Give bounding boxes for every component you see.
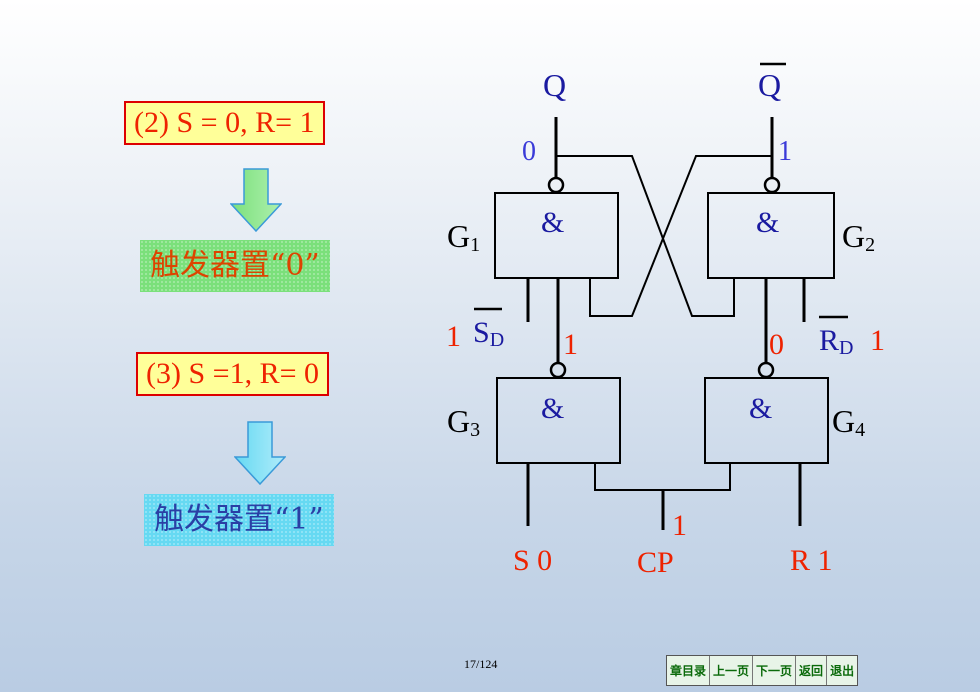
g1-and-symbol: & (541, 206, 564, 239)
qbar-label: Q (758, 67, 781, 103)
g4-label: G4 (832, 403, 865, 441)
next-page-button[interactable]: 下一页 (753, 656, 797, 685)
g2-output-bubble (763, 176, 781, 194)
g1-output-bubble (547, 176, 565, 194)
g2-and-symbol: & (756, 206, 779, 239)
sd-label: SD (473, 316, 504, 351)
down-arrow-icon (234, 421, 286, 485)
condition-s0-r1: (2) S = 0, R= 1 (124, 101, 325, 145)
chapter-contents-button[interactable]: 章目录 (667, 656, 711, 685)
q-label: Q (543, 67, 566, 103)
g3-and-symbol: & (541, 392, 564, 425)
previous-page-button[interactable]: 上一页 (710, 656, 754, 685)
condition-s1-r0: (3) S =1, R= 0 (136, 352, 330, 396)
down-arrow-icon (230, 168, 282, 232)
qbar-value: 1 (778, 136, 792, 167)
feedback-qbar-to-g1 (589, 155, 772, 317)
g4-output-bubble (757, 361, 775, 379)
result-set-0: 触发器置“0” (140, 240, 330, 292)
rd-value: 1 (870, 324, 885, 357)
r-input-label: R 1 (790, 544, 833, 577)
s-input-label: S 0 (513, 544, 552, 577)
navigation-bar: 章目录 上一页 下一页 返回 退出 (666, 655, 859, 686)
sd-value: 1 (446, 320, 461, 353)
g2-label: G2 (842, 218, 875, 256)
page-number: 17/124 (464, 657, 498, 671)
g3-output-value: 1 (563, 328, 578, 361)
result-set-1: 触发器置“1” (144, 494, 334, 546)
g4-and-symbol: & (749, 392, 772, 425)
cp-wire-g3 (594, 463, 731, 491)
g1-label: G1 (447, 218, 480, 256)
cp-value: 1 (672, 509, 687, 542)
cp-label: CP (637, 546, 674, 579)
g3-label: G3 (447, 403, 480, 441)
return-button[interactable]: 返回 (796, 656, 828, 685)
q-value: 0 (522, 136, 536, 167)
g4-output-value: 0 (769, 328, 784, 361)
rd-label: RD (819, 324, 853, 359)
g3-output-bubble (549, 361, 567, 379)
feedback-q-to-g2 (556, 155, 735, 317)
exit-button[interactable]: 退出 (827, 656, 858, 685)
